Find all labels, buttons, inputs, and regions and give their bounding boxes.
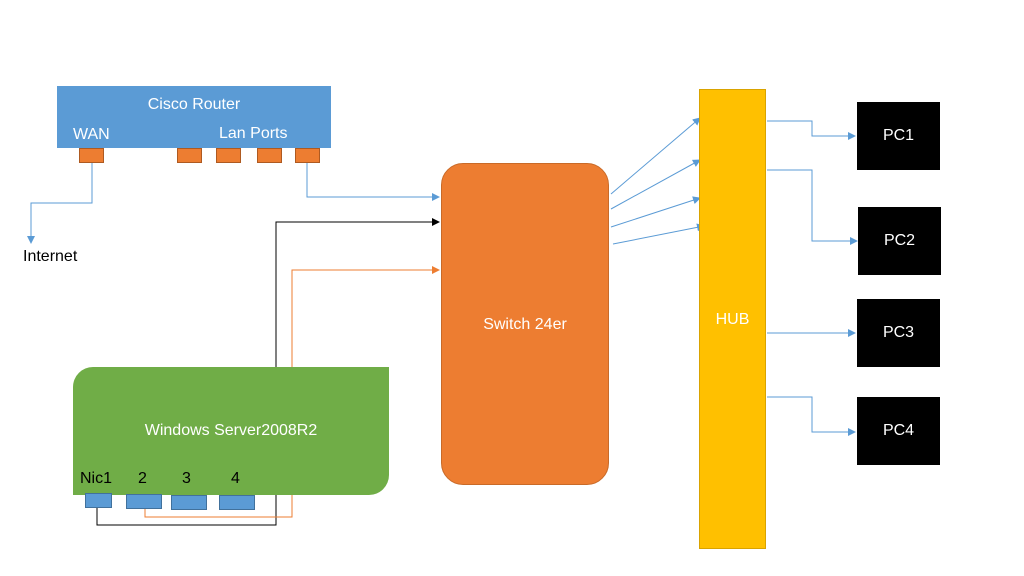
server-nic-port-4 — [219, 495, 255, 510]
server-nic-port-2 — [126, 494, 162, 509]
switch-hub-link-4 — [612, 223, 705, 245]
wan-internet-link — [27, 162, 93, 244]
router-wan-label: WAN — [73, 126, 110, 143]
server-title: Windows Server2008R2 — [144, 422, 318, 439]
router-switch-link — [306, 162, 440, 201]
internet-label: Internet — [23, 248, 78, 265]
server-nic-port-1 — [85, 493, 112, 508]
nic-label-2: 2 — [138, 470, 147, 487]
hub-pc4-link — [767, 396, 856, 436]
hub-label: HUB — [715, 311, 750, 328]
pc3-box: PC3 — [857, 299, 940, 367]
router-lan-port-2 — [216, 148, 241, 163]
pc2-box: PC2 — [858, 207, 941, 275]
router-title: Cisco Router — [147, 96, 241, 113]
switch-hub-link-3 — [610, 196, 701, 228]
switch-hub-link-1 — [610, 117, 701, 195]
windows-server-box — [73, 367, 389, 495]
router-lan-port-4 — [295, 148, 320, 163]
router-wan-port — [79, 148, 104, 163]
cisco-router-box — [57, 86, 331, 148]
nic2-switch-link — [144, 266, 440, 518]
switch-label: Switch 24er — [483, 316, 567, 333]
pc4-box: PC4 — [857, 397, 940, 465]
pc1-box: PC1 — [857, 102, 940, 170]
router-lan-port-1 — [177, 148, 202, 163]
router-lan-ports-label: Lan Ports — [219, 125, 288, 142]
server-nic-port-3 — [171, 495, 207, 510]
nic-label-1: Nic1 — [80, 470, 113, 487]
switch-box — [441, 163, 609, 485]
hub-box — [699, 89, 766, 549]
nic-label-3: 3 — [182, 470, 191, 487]
router-lan-port-3 — [257, 148, 282, 163]
nic1-switch-link — [96, 218, 440, 526]
hub-pc2-link — [767, 169, 858, 245]
switch-hub-link-2 — [610, 159, 701, 210]
nic-label-4: 4 — [231, 470, 240, 487]
hub-pc1-link — [767, 120, 856, 140]
